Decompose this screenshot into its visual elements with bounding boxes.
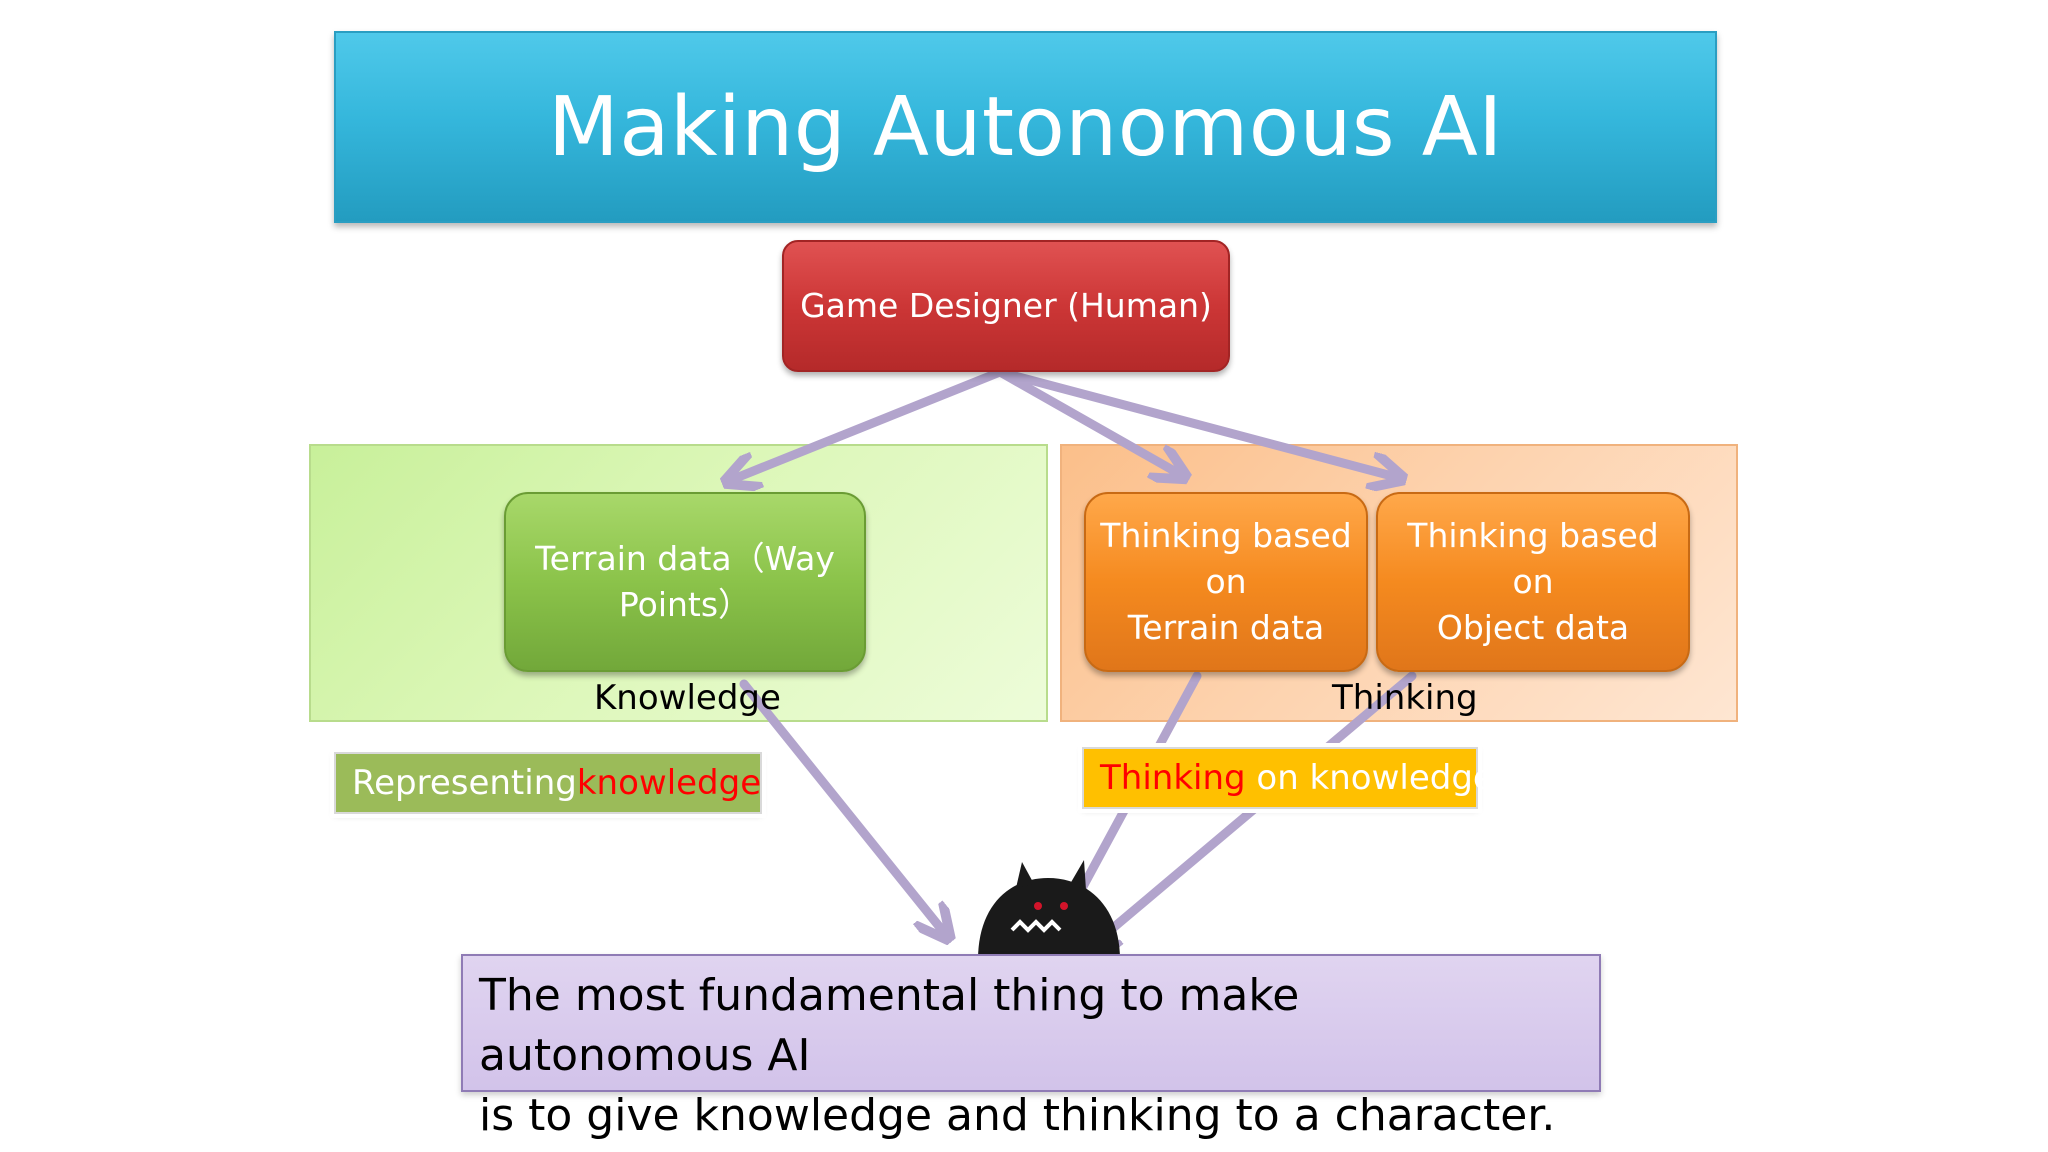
conclusion-note: The most fundamental thing to make auton… [461, 954, 1601, 1141]
knowledge-label: Knowledge [594, 678, 781, 718]
thinking-object-node: Thinking based on Object data [1376, 492, 1690, 672]
thinking-on-knowledge-tag: Thinking on knowledge [1082, 747, 1494, 809]
tag-thinking-suffix: on knowledge [1245, 758, 1494, 798]
title-bar: Making Autonomous AI [334, 31, 1717, 223]
thinking-terrain-node: Thinking based on Terrain data [1084, 492, 1368, 672]
game-designer-node: Game Designer (Human) [782, 240, 1230, 372]
thinking-label: Thinking [1332, 678, 1478, 718]
representing-knowledge-tag: Representing knowledge [334, 752, 762, 814]
tag-represent-highlight: knowledge [576, 763, 762, 803]
terrain-data-node: Terrain data（Way Points） [504, 492, 866, 672]
tag-represent-prefix: Representing [352, 763, 577, 803]
tag-thinking-highlight: Thinking [1100, 758, 1246, 798]
slide-title: Making Autonomous AI [548, 79, 1503, 175]
